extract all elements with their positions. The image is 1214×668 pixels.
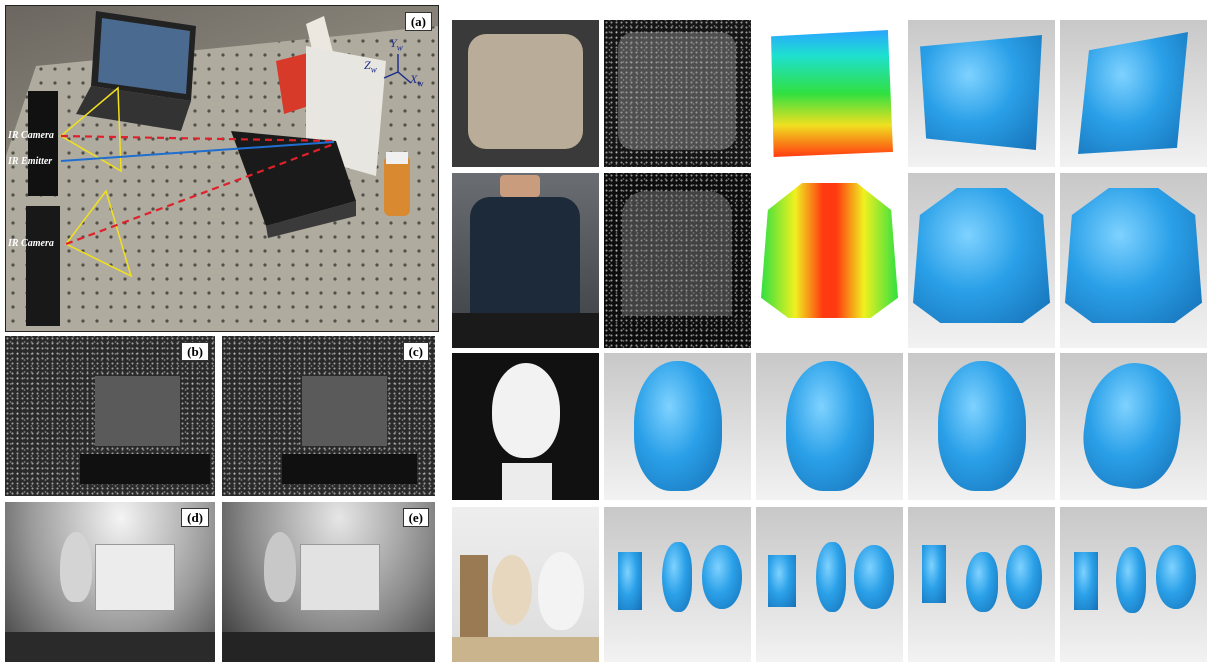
row2-person-recon-1 bbox=[908, 173, 1055, 348]
row3-mask-recon-3 bbox=[908, 353, 1055, 500]
axis-x-label: Xw bbox=[410, 72, 424, 89]
calibration-board-d bbox=[95, 544, 175, 611]
black-box bbox=[231, 131, 356, 238]
calibration-board-c bbox=[302, 376, 387, 446]
calibration-board-b bbox=[95, 376, 180, 446]
row1-pillow-speckle bbox=[604, 20, 751, 167]
panel-b-speckle-image: (b) bbox=[5, 336, 215, 496]
shell-e bbox=[264, 532, 296, 602]
ir-camera-top-device bbox=[28, 91, 58, 196]
row3-mask-recon-4 bbox=[1060, 353, 1207, 500]
row1-pillow-recon-1 bbox=[908, 20, 1055, 167]
row2-person-photo bbox=[452, 173, 599, 348]
axis-z-label: Zw bbox=[364, 58, 377, 75]
row2-person-recon-2 bbox=[1060, 173, 1207, 348]
row4-objects-photo bbox=[452, 507, 599, 662]
row4-objects-recon-4 bbox=[1060, 507, 1207, 662]
row3-mask-recon-2 bbox=[756, 353, 903, 500]
panel-a-label: (a) bbox=[404, 12, 432, 31]
row4-objects-recon-1 bbox=[604, 507, 751, 662]
setup-scene bbox=[6, 11, 438, 331]
ir-camera-top-label: IR Camera bbox=[8, 130, 54, 141]
row2-person-depth-map bbox=[756, 173, 903, 348]
panel-d-ir-image: (d) bbox=[5, 502, 215, 662]
black-box-c bbox=[282, 454, 417, 484]
panel-e-label: (e) bbox=[402, 508, 429, 527]
row4-objects-recon-3 bbox=[908, 507, 1055, 662]
panel-d-label: (d) bbox=[181, 508, 209, 527]
axis-y-label: Yw bbox=[390, 36, 403, 53]
row1-pillow-recon-2 bbox=[1060, 20, 1207, 167]
row2-person-speckle bbox=[604, 173, 751, 348]
ir-emitter-label: IR Emitter bbox=[8, 156, 53, 167]
panel-b-label: (b) bbox=[181, 342, 209, 361]
calibration-board-e bbox=[300, 544, 380, 611]
panel-e-ir-image: (e) bbox=[222, 502, 435, 662]
panel-c-label: (c) bbox=[402, 342, 429, 361]
ir-camera-bottom-device bbox=[26, 206, 60, 326]
laptop bbox=[76, 11, 196, 131]
row4-objects-recon-2 bbox=[756, 507, 903, 662]
panel-a-setup-photo: IR Camera IR Emitter IR Camera Yw Zw Xw … bbox=[5, 5, 439, 332]
black-box-b bbox=[80, 454, 210, 484]
ir-camera-bottom-label: IR Camera bbox=[8, 238, 54, 249]
table-edge-e bbox=[222, 632, 435, 662]
shell-d bbox=[60, 532, 92, 602]
row1-pillow-depth-map bbox=[756, 20, 903, 167]
panel-c-speckle-image: (c) bbox=[222, 336, 435, 496]
row3-mask-recon-1 bbox=[604, 353, 751, 500]
table-edge-d bbox=[5, 632, 215, 662]
bottle bbox=[384, 152, 410, 216]
row1-pillow-photo bbox=[452, 20, 599, 167]
row3-mask-photo bbox=[452, 353, 599, 500]
